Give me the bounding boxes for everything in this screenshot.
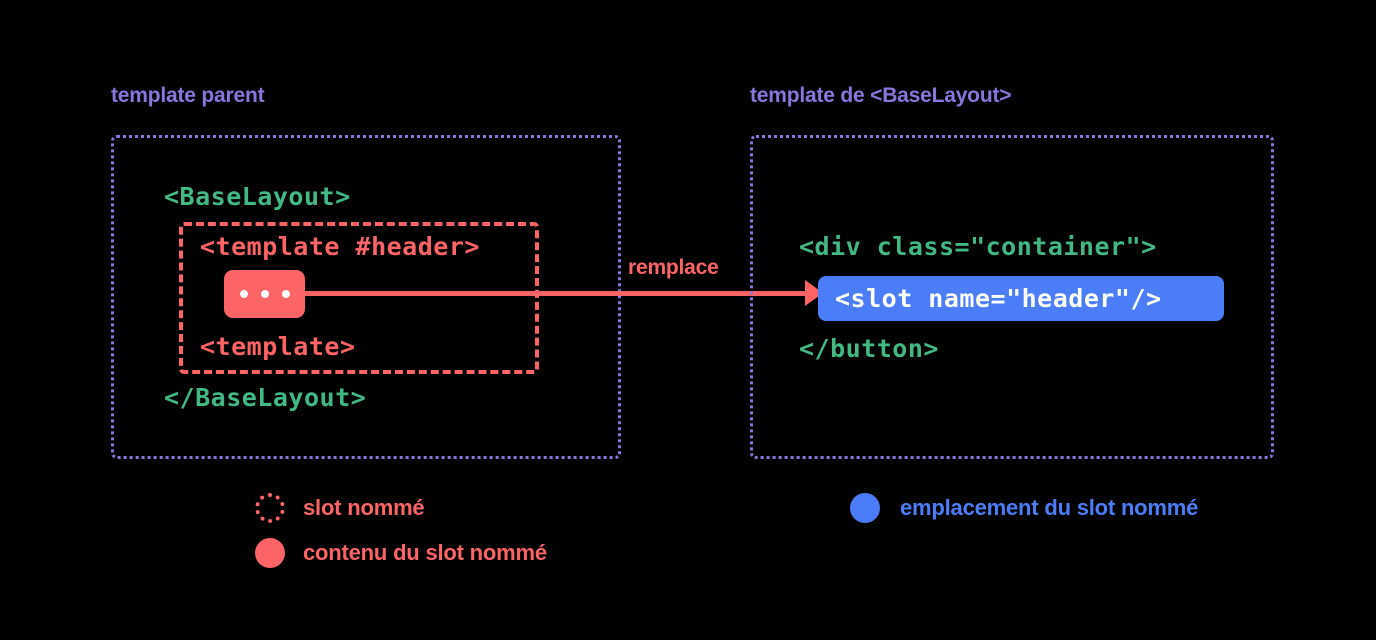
right-code-slot: <slot name="header"/>: [835, 284, 1162, 313]
right-code-close-tag: </button>: [799, 334, 939, 363]
right-panel-title: template de <BaseLayout>: [750, 84, 1012, 107]
dotted-circle-icon: [255, 493, 285, 523]
filled-circle-icon: [255, 538, 285, 568]
named-slot-dashed-box: [179, 222, 539, 374]
left-code-baselayout-close: </BaseLayout>: [164, 383, 367, 412]
left-panel-title: template parent: [111, 84, 265, 107]
replace-arrow-line: [305, 291, 807, 296]
legend-label-slot-outlet: emplacement du slot nommé: [900, 495, 1199, 520]
named-slot-content-block: [224, 270, 305, 318]
left-code-baselayout-open: <BaseLayout>: [164, 182, 351, 211]
filled-circle-icon: [850, 493, 880, 523]
ellipsis-icon: [239, 290, 290, 298]
legend-item-named-slot: slot nommé: [255, 493, 425, 523]
right-code-div-open: <div class="container">: [799, 232, 1157, 261]
legend-item-named-slot-content: contenu du slot nommé: [255, 538, 547, 568]
legend-label-named-slot-content: contenu du slot nommé: [303, 540, 547, 565]
legend-item-slot-outlet: emplacement du slot nommé: [850, 493, 1198, 523]
replace-arrow-label: remplace: [628, 256, 719, 279]
left-code-template-close: <template>: [200, 332, 356, 361]
right-panel-box: [750, 135, 1274, 459]
slot-placeholder-box: <slot name="header"/>: [818, 276, 1224, 321]
left-code-template-header-open: <template #header>: [200, 232, 480, 261]
left-panel-box: [111, 135, 621, 459]
legend-label-named-slot: slot nommé: [303, 495, 425, 520]
